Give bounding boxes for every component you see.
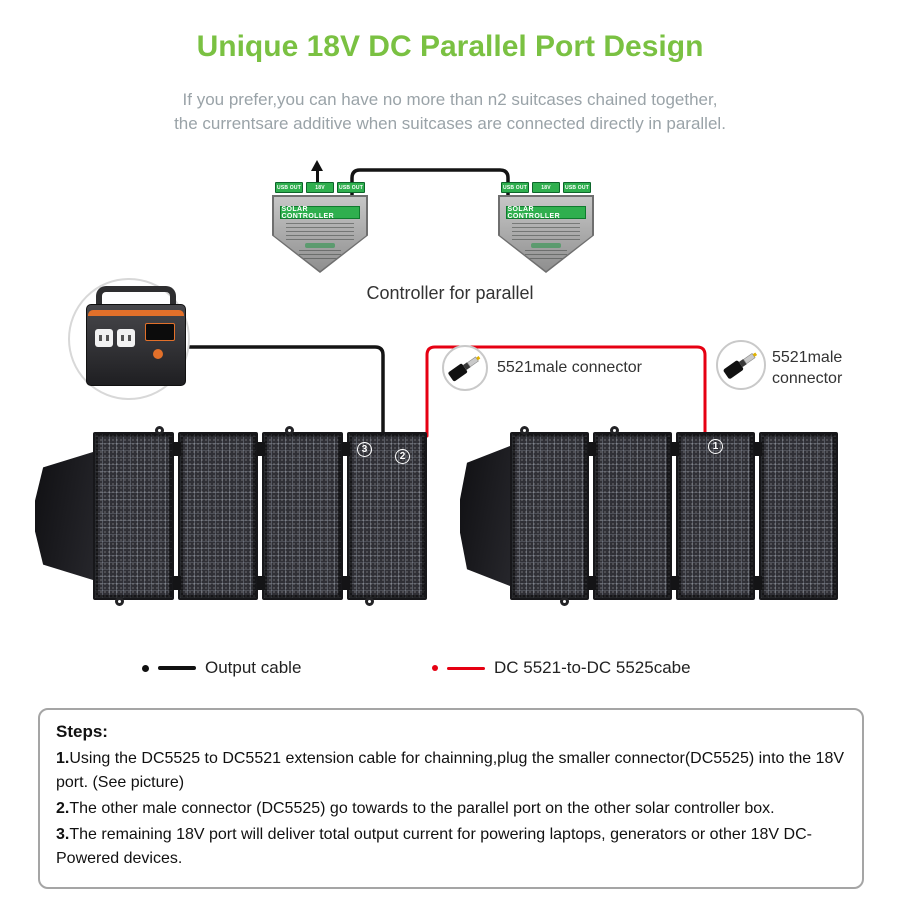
controller-body: SOLAR CONTROLLER — [498, 195, 594, 273]
page-title: Unique 18V DC Parallel Port Design — [196, 30, 704, 63]
station-handle — [96, 286, 176, 308]
station-accent-stripe — [88, 310, 184, 316]
connector-label-2-line2: connector — [772, 369, 843, 387]
suitcase-panels — [510, 432, 838, 600]
solar-panel — [671, 432, 755, 600]
step-3-text: The remaining 18V port will deliver tota… — [56, 826, 812, 867]
usb-out-port: USB OUT — [501, 182, 529, 193]
legend-output-cable: Output cable — [142, 658, 301, 678]
dc-18v-port: 18V — [306, 182, 334, 193]
suitcase-flap — [460, 446, 510, 586]
subtitle-line-1: If you prefer,you can have no more than … — [182, 90, 718, 109]
hanging-loop — [115, 597, 124, 606]
solar-panel — [588, 432, 672, 600]
red-cable-swatch — [447, 666, 485, 670]
hanging-loop — [285, 426, 294, 435]
suitcase-flap — [35, 452, 93, 580]
legend-dc-cable-label: DC 5521-to-DC 5525cabe — [494, 658, 691, 677]
power-station — [86, 286, 186, 386]
panel-badge-3: 3 — [357, 442, 372, 457]
step-1-number: 1. — [56, 750, 70, 767]
controller-fineprint — [285, 223, 355, 241]
controller-body: SOLAR CONTROLLER — [272, 195, 368, 273]
step-3: 3.The remaining 18V port will deliver to… — [56, 823, 846, 871]
station-display — [145, 323, 175, 341]
usb-out-port: USB OUT — [275, 182, 303, 193]
controller-banner: SOLAR CONTROLLER — [506, 206, 586, 220]
ac-outlet — [95, 329, 113, 347]
hanging-loop — [560, 597, 569, 606]
controller-ports: USB OUT 18V USB OUT — [272, 182, 368, 193]
step-2: 2.The other male connector (DC5525) go t… — [56, 797, 846, 821]
controller-green-mark — [305, 243, 335, 248]
panel-badge-1: 1 — [708, 439, 723, 454]
hanging-loop — [520, 426, 529, 435]
hanging-loop — [365, 597, 374, 606]
dc-5521-plug-icon — [723, 352, 758, 379]
arrow-stem — [315, 171, 319, 186]
dc-chain-cable-line — [425, 345, 707, 442]
solar-panel — [510, 432, 589, 600]
legend-bullet — [142, 664, 149, 672]
controller-caption: Controller for parallel — [366, 283, 534, 303]
controller-banner: SOLAR CONTROLLER — [280, 206, 360, 220]
legend-output-cable-label: Output cable — [205, 658, 302, 677]
controller-fineprint — [511, 223, 581, 241]
solar-panel — [93, 432, 174, 600]
station-power-button — [153, 349, 163, 359]
legend-dc-cable: DC 5521-to-DC 5525cabe — [432, 658, 691, 678]
subtitle-line-2: the currentsare additive when suitcases … — [174, 113, 726, 133]
ac-outlet — [117, 329, 135, 347]
step-3-number: 3. — [56, 826, 70, 843]
solar-panel — [341, 432, 427, 600]
solar-controller-left: USB OUT 18V USB OUT SOLAR CONTROLLER — [272, 182, 368, 273]
controller-ports: USB OUT 18V USB OUT — [498, 182, 594, 193]
connector-label-2: 5521male connector — [772, 348, 842, 390]
legend-bullet — [432, 665, 438, 671]
up-arrow-icon — [310, 160, 324, 186]
hanging-loop — [610, 426, 619, 435]
steps-heading: Steps: — [56, 722, 108, 741]
solar-suitcase-right: 1 — [460, 426, 838, 606]
connector-label-1: 5521male connector — [497, 359, 642, 376]
step-1: 1.Using the DC5525 to DC5521 extension c… — [56, 747, 846, 795]
step-2-text: The other male connector (DC5525) go tow… — [69, 800, 775, 817]
controller-face: SOLAR CONTROLLER — [500, 197, 592, 271]
controller-link-cable — [350, 168, 510, 200]
solar-controller-right: USB OUT 18V USB OUT SOLAR CONTROLLER — [498, 182, 594, 273]
controller-fineprint — [524, 250, 568, 260]
solar-panel — [172, 432, 258, 600]
dc-18v-port: 18V — [532, 182, 560, 193]
station-body — [86, 304, 186, 386]
dc-connector-callout-1 — [442, 345, 488, 391]
steps-box: Steps: 1.Using the DC5525 to DC5521 exte… — [38, 708, 864, 889]
usb-out-port: USB OUT — [563, 182, 591, 193]
solar-panel — [754, 432, 838, 600]
controller-fineprint — [298, 250, 342, 260]
step-1-text: Using the DC5525 to DC5521 extension cab… — [56, 750, 845, 791]
usb-out-port: USB OUT — [337, 182, 365, 193]
controller-green-mark — [531, 243, 561, 248]
hanging-loop — [155, 426, 164, 435]
solar-panel — [257, 432, 343, 600]
subtitle: If you prefer,you can have no more than … — [0, 88, 900, 136]
solar-suitcase-left: 3 2 — [35, 426, 427, 606]
arrow-head — [311, 160, 323, 171]
step-2-number: 2. — [56, 800, 70, 817]
dc-5521-plug-icon — [448, 356, 481, 382]
controller-face: SOLAR CONTROLLER — [274, 197, 366, 271]
output-cable-line — [186, 345, 385, 438]
panel-badge-2: 2 — [395, 449, 410, 464]
suitcase-panels — [93, 432, 427, 600]
connector-label-2-line1: 5521male — [772, 349, 843, 366]
black-cable-swatch — [158, 666, 196, 670]
dc-connector-callout-2 — [716, 340, 766, 390]
